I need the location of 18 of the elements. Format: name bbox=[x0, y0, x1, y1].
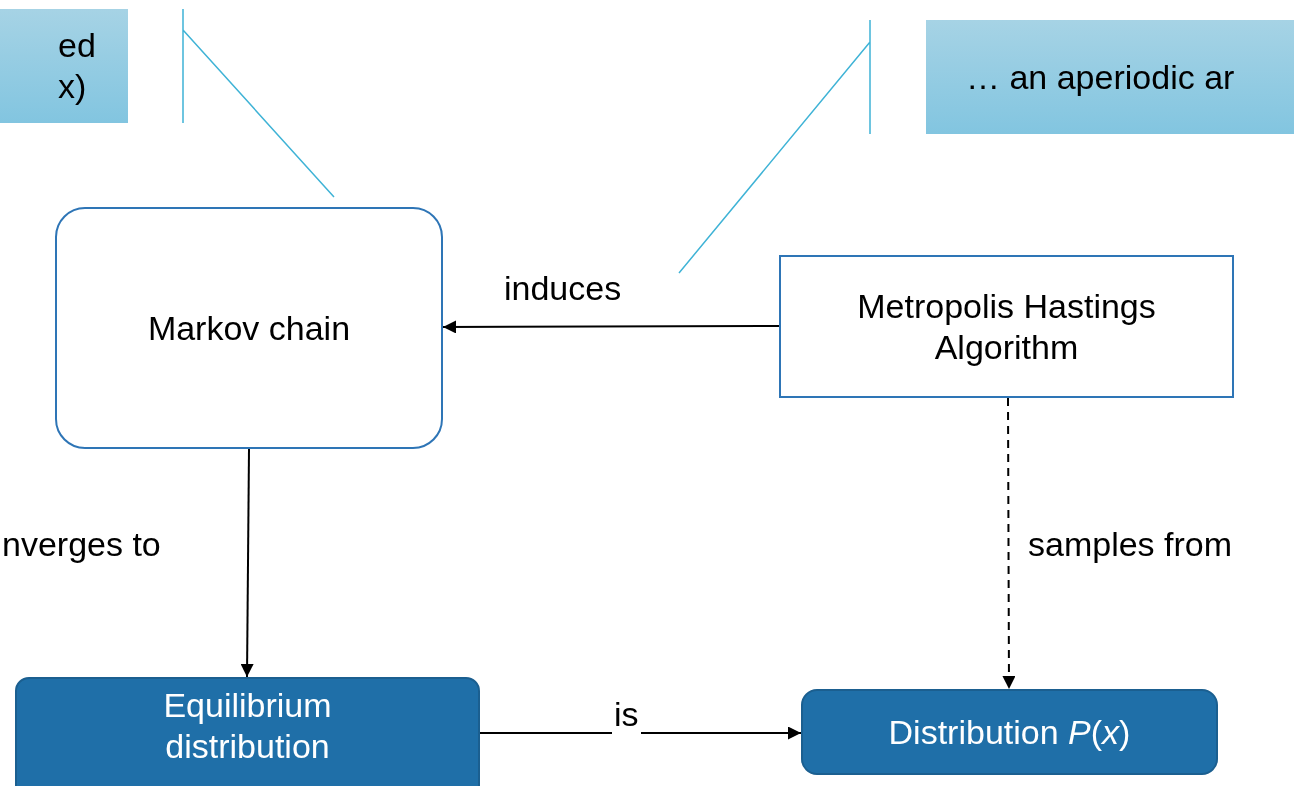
node-text: Equilibrium distribution bbox=[162, 685, 333, 767]
process-box bbox=[801, 689, 1218, 775]
process-box bbox=[55, 207, 443, 449]
node-text: ed x) bbox=[58, 25, 97, 107]
node-text: … an aperiodic ar bbox=[966, 56, 1235, 98]
arrow bbox=[442, 320, 780, 334]
leader-line bbox=[678, 19, 871, 274]
arrow bbox=[479, 726, 802, 740]
leader-line bbox=[182, 8, 335, 198]
node-text: Markov chain bbox=[147, 307, 351, 349]
node-text: Distribution P(x) bbox=[888, 711, 1131, 753]
node-text: Metropolis Hastings Algorithm bbox=[856, 285, 1157, 368]
callout-box bbox=[0, 9, 128, 123]
process-box bbox=[779, 255, 1234, 398]
process-box bbox=[15, 677, 480, 786]
arrow bbox=[240, 448, 254, 678]
arrow bbox=[1002, 397, 1016, 690]
callout-box bbox=[926, 20, 1294, 134]
